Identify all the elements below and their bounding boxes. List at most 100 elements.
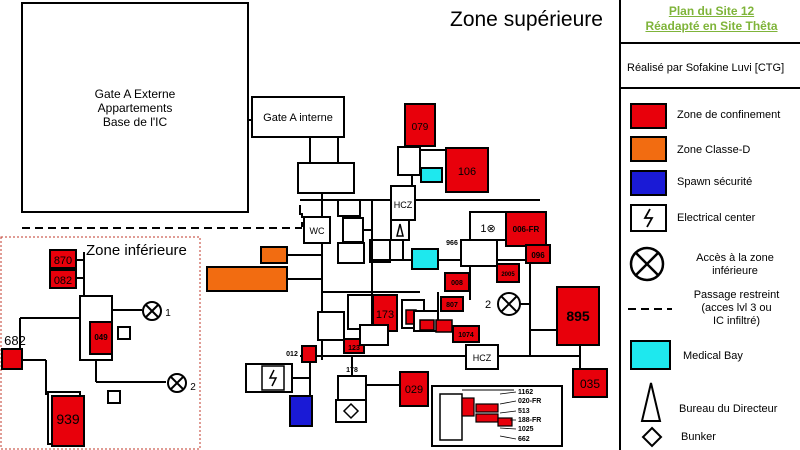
lightning-icon — [268, 369, 278, 387]
scp-914-label: 1⊗ — [480, 223, 495, 235]
legend-access-label-1: Accès à la zone — [696, 252, 774, 264]
scp-807-containment — [440, 296, 464, 312]
scp-682-containment — [1, 348, 23, 370]
label-leader — [499, 391, 517, 395]
legend-director-label: Bureau du Directeur — [679, 403, 778, 415]
scp-containment — [435, 319, 453, 333]
scp-006-fr-containment — [505, 211, 547, 247]
gate-a-external-label-2: Appartements — [98, 101, 173, 115]
room — [337, 199, 361, 217]
scp-008-label: 008 — [451, 280, 463, 287]
room — [317, 311, 345, 341]
upper-zone-title: Zone supérieure — [450, 8, 603, 31]
lightning-icon — [643, 208, 654, 228]
hcz-checkpoint-label: HCZ — [394, 200, 413, 210]
dashed-line-icon — [628, 308, 672, 310]
cross-mark — [145, 304, 159, 318]
scp-2005-containment — [496, 263, 520, 283]
scp-1074-label: 1074 — [458, 332, 474, 339]
crossed-circle-icon — [629, 246, 665, 282]
scp-containment — [475, 403, 499, 413]
room — [297, 162, 355, 194]
room — [460, 239, 498, 267]
gate-a-internal-room — [251, 96, 345, 138]
medical-bay — [420, 167, 443, 183]
scp-012-label: 012 — [286, 351, 298, 358]
access-2-number: 2 — [485, 299, 491, 311]
room — [107, 390, 121, 404]
gate-a-external-label-3: Base de l'IC — [103, 115, 168, 129]
scp-939-containment — [51, 395, 85, 447]
medical-bay-swatch — [630, 340, 671, 370]
class-d-zone — [260, 246, 288, 264]
label-leader — [499, 435, 517, 440]
cross-mark — [170, 376, 184, 390]
class-d-zone — [206, 266, 288, 292]
diamond-icon — [641, 426, 663, 448]
director-office-icon — [396, 223, 404, 237]
class-d-swatch — [630, 136, 667, 162]
electrical-center-swatch — [630, 204, 667, 232]
scp-035-containment — [572, 368, 608, 398]
room — [439, 393, 463, 441]
scp-012-containment — [301, 345, 317, 363]
scp-682-label: 682 — [4, 333, 26, 348]
legend-containment-label: Zone de confinement — [677, 109, 781, 121]
scp-096-label: 096 — [531, 251, 545, 260]
scp-containment — [497, 417, 513, 427]
room — [347, 294, 373, 330]
legend-access-label-2: inférieure — [712, 265, 758, 277]
scp-895-containment — [556, 286, 600, 346]
hcz-checkpoint — [390, 185, 416, 221]
legend-medical-bay-label: Medical Bay — [683, 350, 743, 362]
scp-082-label: 082 — [54, 275, 72, 287]
security-spawn-swatch — [630, 170, 667, 196]
plan-subtitle: Réadapté en Site Thêta — [645, 19, 778, 33]
legend-electrical-label: Electrical center — [677, 212, 756, 224]
gate-a-external-room — [21, 2, 249, 213]
scp-containment — [475, 413, 499, 423]
scp-containment — [419, 319, 435, 331]
scp-173-label: 173 — [376, 309, 394, 321]
scp-939-label: 939 — [56, 411, 80, 427]
hcz-checkpoint-2-label: HCZ — [473, 353, 492, 363]
scp-029-containment — [399, 371, 429, 407]
scp-049-containment — [89, 321, 113, 355]
scp-895-label: 895 — [566, 308, 590, 324]
scp-123-label: 123 — [348, 345, 360, 352]
access-1-number: 1 — [165, 308, 171, 319]
bunker-icon — [342, 402, 360, 420]
scp-1074-containment — [452, 325, 480, 343]
scp-807-label: 807 — [446, 302, 458, 309]
scp-020-fr-label: 020-FR — [518, 398, 541, 405]
room — [309, 136, 339, 164]
legend-restricted-label-1: Passage restreint — [693, 289, 780, 301]
hcz-checkpoint-2 — [465, 344, 499, 370]
scp-870-label: 870 — [54, 255, 72, 267]
scp-106-containment — [445, 147, 489, 193]
lower-zone-title: Zone inférieure — [86, 242, 187, 259]
scp-966-label: 966 — [446, 240, 458, 247]
scp-079-label: 079 — [412, 122, 429, 133]
scp-1025-label: 1025 — [518, 426, 534, 433]
legend-restricted-label-3: IC infiltré) — [712, 315, 761, 327]
label-leader — [499, 427, 517, 430]
security-spawn — [289, 395, 313, 427]
lower-zone-frame — [0, 236, 201, 450]
scp-2005-label: 2005 — [501, 272, 515, 278]
wc-room — [303, 216, 331, 244]
legend-security-spawn-label: Spawn sécurité — [677, 176, 753, 188]
scp-035-label: 035 — [580, 377, 600, 391]
scp-106-label: 106 — [458, 166, 476, 178]
scp-containment — [461, 397, 475, 417]
legend-bunker-label: Bunker — [681, 431, 716, 443]
gate-a-internal-label: Gate A interne — [263, 112, 333, 124]
scp-662-label: 662 — [518, 436, 530, 443]
wc-label: WC — [310, 226, 325, 236]
scp-029-label: 029 — [405, 384, 423, 396]
legend-class-d-label: Zone Classe-D — [677, 144, 751, 156]
room — [359, 324, 389, 346]
room — [337, 375, 367, 401]
gate-a-external-label-1: Gate A Externe — [95, 87, 176, 101]
